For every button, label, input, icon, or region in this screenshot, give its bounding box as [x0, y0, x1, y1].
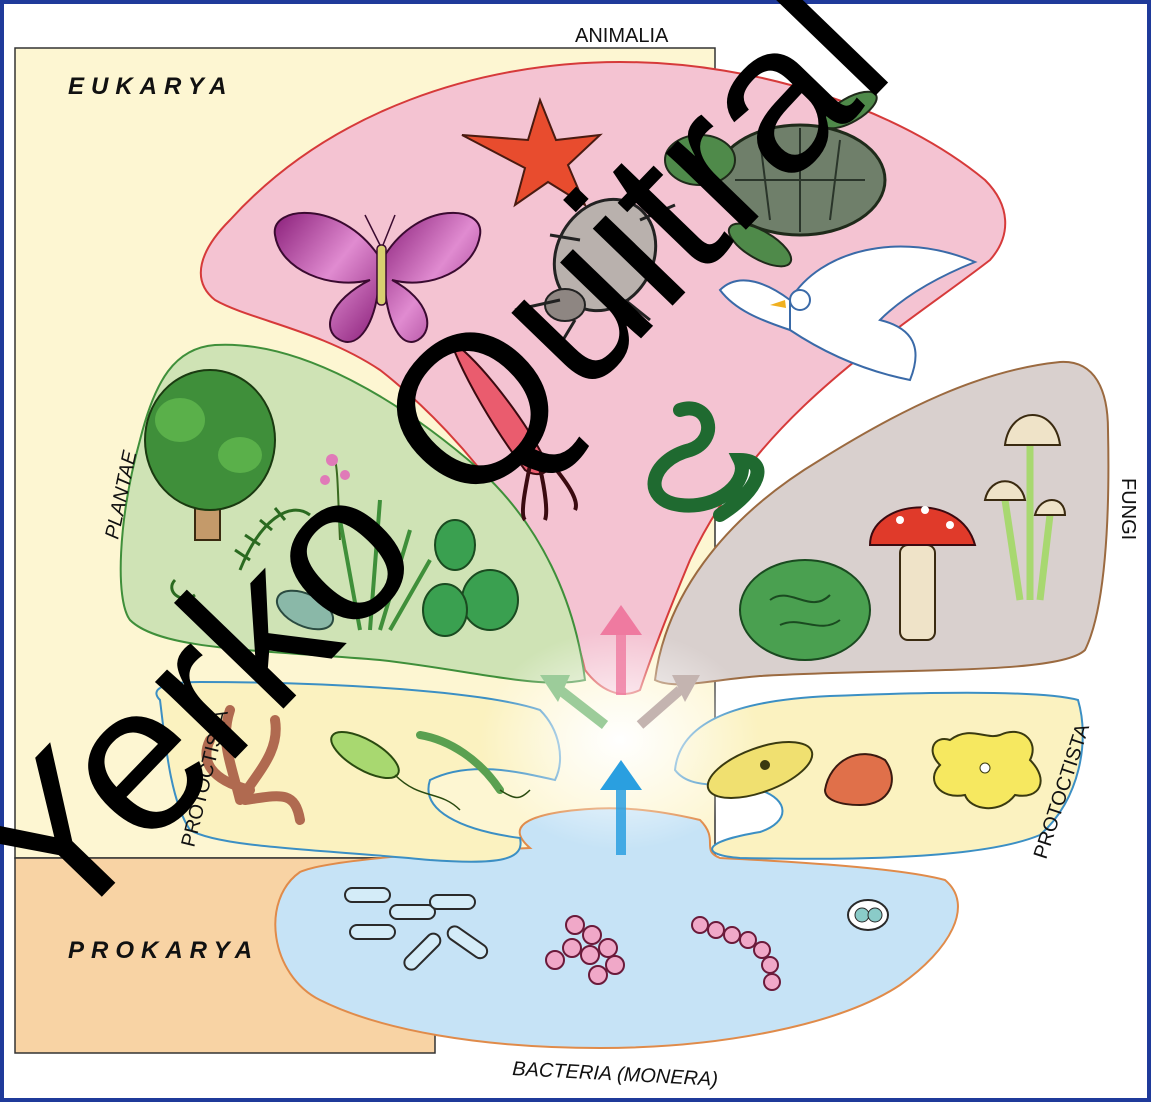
- eukarya-label: EUKARYA: [68, 73, 233, 100]
- animalia-label: ANIMALIA: [575, 25, 669, 47]
- lichen-icon: [740, 560, 870, 660]
- diplococcus-icon: [848, 900, 888, 930]
- fungi-label: FUNGI: [1117, 478, 1139, 540]
